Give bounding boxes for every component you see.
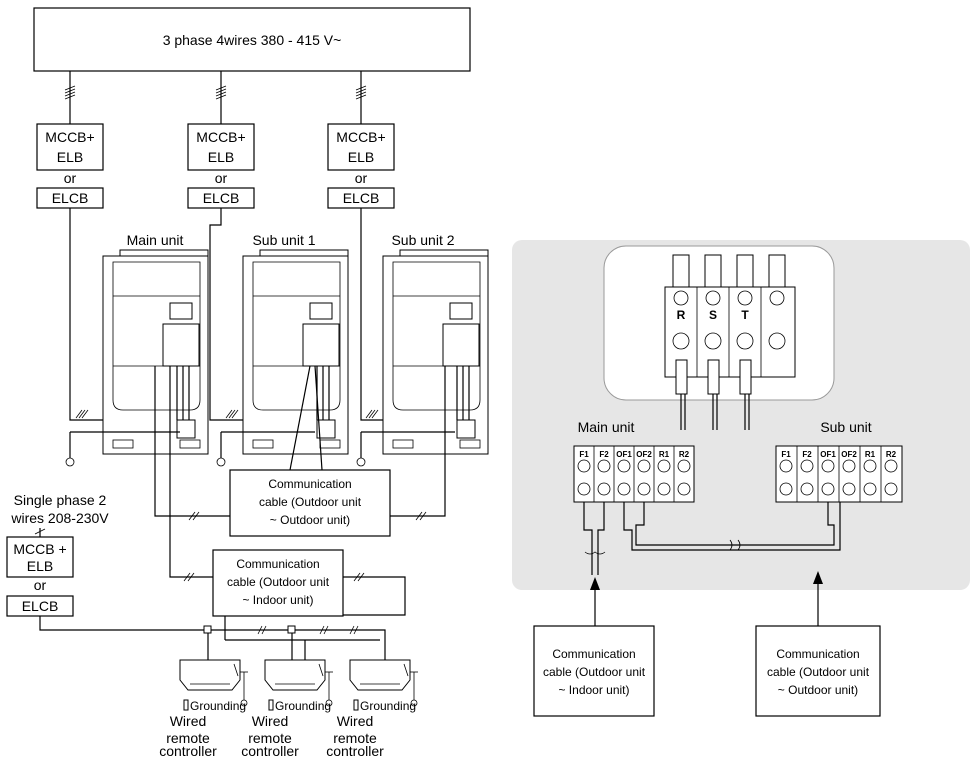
feeder-lines	[64, 71, 367, 124]
sub-term-f1: F1	[781, 450, 791, 459]
main-term-of1: OF1	[616, 450, 632, 459]
single-breaker-or: or	[34, 577, 47, 593]
breaker-2-line1: MCCB+	[196, 129, 245, 145]
callout-indoor-line2: cable (Outdoor unit	[543, 665, 646, 679]
single-phase-line2: wires 208-230V	[10, 510, 109, 526]
main-terminal-strip	[573, 445, 695, 503]
callout-outdoor-line3: ~ Outdoor unit)	[778, 683, 858, 697]
callout-outdoor-box	[755, 625, 881, 717]
breaker-2-line2: ELB	[208, 149, 234, 165]
breaker-2-alt: ELCB	[203, 190, 240, 206]
terminal-s: S	[709, 308, 717, 322]
indoor-2-grounding: Grounding	[275, 699, 331, 713]
indoor-1-controller: controller	[159, 743, 217, 757]
detail-cables	[583, 502, 841, 575]
comm-outdoor-line1: Communication	[268, 477, 351, 491]
breaker-3-or: or	[355, 170, 368, 186]
terminal-t: T	[741, 308, 749, 322]
callout-indoor-line1: Communication	[552, 647, 635, 661]
single-breaker-alt: ELCB	[22, 598, 59, 614]
indoor-1-remote: remote	[166, 730, 210, 746]
callout-outdoor-line1: Communication	[776, 647, 859, 661]
single-breaker-line2: ELB	[27, 558, 53, 574]
sub-terminal-strip	[775, 445, 903, 503]
comm-outdoor-box	[229, 469, 391, 537]
sub-term-of1: OF1	[820, 450, 836, 459]
indoor-2-remote: remote	[248, 730, 292, 746]
outdoor-unit-sub2	[382, 249, 489, 455]
main-term-f1: F1	[579, 450, 589, 459]
single-phase-breaker: MCCB + ELB or ELCB	[6, 536, 74, 617]
power-terminal-cables	[675, 359, 752, 430]
sub-unit-2-label: Sub unit 2	[391, 232, 454, 248]
indoor-unit-2: Grounding Wired remote controller	[241, 659, 333, 757]
detail-main-unit-label: Main unit	[578, 419, 635, 435]
breaker-2: MCCB+ ELB or ELCB	[187, 123, 255, 209]
comm-indoor-line1: Communication	[236, 557, 319, 571]
sub-unit-1-label: Sub unit 1	[252, 232, 315, 248]
main-unit-label: Main unit	[127, 232, 184, 248]
comm-outdoor-line3: ~ Outdoor unit)	[270, 513, 350, 527]
outdoor-comm-wiring	[154, 365, 446, 521]
indoor-2-wired: Wired	[252, 713, 289, 729]
ground-icons	[65, 431, 455, 467]
single-phase-line1: Single phase 2	[14, 492, 107, 508]
sub-term-f2: F2	[802, 450, 812, 459]
indoor-1-wired: Wired	[170, 713, 207, 729]
main-term-r2: R2	[679, 450, 690, 459]
indoor-3-controller: controller	[326, 743, 384, 757]
indoor-3-grounding: Grounding	[360, 699, 416, 713]
detail-sub-unit-label: Sub unit	[820, 419, 871, 435]
indoor-3-remote: remote	[333, 730, 377, 746]
terminal-r: R	[677, 308, 686, 322]
breaker-1-line1: MCCB+	[45, 129, 94, 145]
indoor-unit-3: Grounding Wired remote controller	[326, 659, 418, 757]
comm-indoor-box	[212, 549, 344, 617]
sub-term-of2: OF2	[841, 450, 857, 459]
indoor-1-grounding: Grounding	[190, 699, 246, 713]
power-supply-label: 3 phase 4wires 380 - 415 V~	[163, 32, 342, 48]
breaker-1: MCCB+ ELB or ELCB	[36, 123, 104, 209]
main-term-r1: R1	[659, 450, 670, 459]
indoor-3-wired: Wired	[337, 713, 374, 729]
breaker-3-line1: MCCB+	[336, 129, 385, 145]
main-term-of2: OF2	[636, 450, 652, 459]
indoor-2-controller: controller	[241, 743, 299, 757]
main-term-f2: F2	[599, 450, 609, 459]
callout-outdoor-line2: cable (Outdoor unit	[767, 665, 870, 679]
indoor-unit-1: Grounding Wired remote controller	[159, 659, 248, 757]
breaker-2-or: or	[215, 170, 228, 186]
breaker-1-alt: ELCB	[52, 190, 89, 206]
breaker-3-alt: ELCB	[343, 190, 380, 206]
breaker-3: MCCB+ ELB or ELCB	[327, 123, 395, 209]
breaker-1-line2: ELB	[57, 149, 83, 165]
power-supply-box	[33, 7, 471, 72]
sub-term-r1: R1	[865, 450, 876, 459]
callout-indoor-box	[533, 625, 655, 717]
callout-indoor-line3: ~ Indoor unit)	[558, 683, 629, 697]
single-breaker-line1: MCCB +	[13, 541, 66, 557]
comm-outdoor-line2: cable (Outdoor unit	[259, 495, 362, 509]
indoor-comm-wiring	[169, 366, 406, 640]
callout-arrows	[590, 571, 823, 626]
comm-indoor-line2: cable (Outdoor unit	[227, 575, 330, 589]
breaker-1-or: or	[64, 170, 77, 186]
sub-term-r2: R2	[886, 450, 897, 459]
breaker-3-line2: ELB	[348, 149, 374, 165]
comm-indoor-line3: ~ Indoor unit)	[242, 593, 313, 607]
indoor-power-line	[39, 616, 386, 660]
outdoor-unit-sub1	[242, 249, 349, 455]
